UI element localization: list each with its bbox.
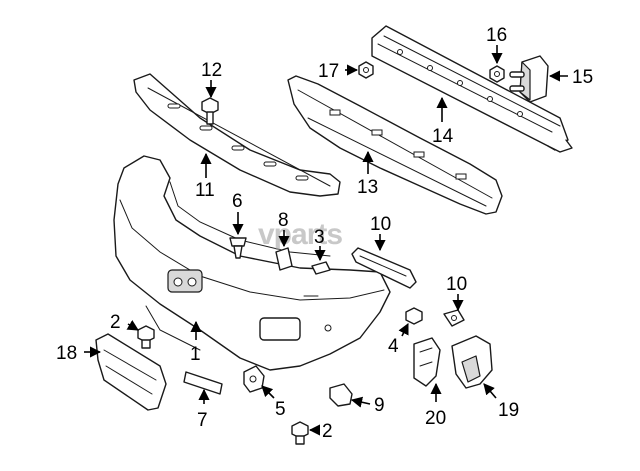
clip-part-6[interactable]: [229, 237, 247, 259]
callout-21: 20: [425, 408, 446, 429]
callout-13: 12: [201, 60, 222, 81]
lower-guard-part[interactable]: [95, 333, 167, 411]
callout-17: 16: [486, 25, 507, 46]
spacer-part-8[interactable]: [275, 247, 293, 271]
leader-4: [398, 322, 409, 337]
leader-5: [261, 385, 275, 399]
bumper-cover-part[interactable]: [113, 155, 391, 371]
callout-2-lower: 2: [322, 421, 333, 442]
callout-6: 6: [232, 191, 243, 212]
watermark-logo: vparts: [258, 218, 342, 251]
reflector-strip-part-7[interactable]: [183, 371, 223, 395]
callout-14: 13: [357, 177, 378, 198]
leader-2a: [126, 320, 139, 331]
bolt-part-4[interactable]: [405, 307, 423, 325]
callout-labels: 12 11 17 16 15 14 13 6 8 3 10 10 10 2 1 …: [56, 25, 593, 442]
clip-part-9[interactable]: [329, 383, 353, 407]
bolt-part-2-lower[interactable]: [291, 421, 309, 445]
bracket-part-5[interactable]: [243, 365, 265, 393]
callout-4: 4: [388, 336, 399, 357]
reinforcement-beam-part[interactable]: [371, 25, 573, 153]
beam-bracket-part[interactable]: [509, 55, 549, 103]
nut-part-17[interactable]: [489, 65, 505, 83]
callout-18: 17: [318, 61, 339, 82]
callout-8: 8: [278, 210, 289, 231]
bolt-part-2-upper[interactable]: [137, 325, 155, 349]
bolt-part-13[interactable]: [201, 97, 219, 125]
callout-15: 14: [432, 126, 454, 147]
callout-9: 9: [374, 395, 385, 416]
side-mount-part-20[interactable]: [451, 335, 493, 389]
callout-12: 11: [195, 180, 215, 201]
callout-16: 15: [572, 67, 593, 88]
callout-11-visible: 10: [446, 274, 467, 295]
energy-absorber-part[interactable]: [287, 75, 503, 215]
callout-5: 5: [275, 399, 286, 420]
callout-7: 7: [197, 410, 208, 431]
callout-10: 10: [370, 214, 391, 235]
callout-2-upper: 2: [110, 312, 121, 333]
nut-part-18[interactable]: [358, 61, 374, 79]
callout-1: 1: [190, 344, 201, 365]
callout-3: 3: [314, 227, 325, 248]
callout-20: 19: [498, 400, 519, 421]
leader-lines: [84, 45, 568, 436]
upper-retainer-part[interactable]: [133, 73, 341, 197]
leader-20: [483, 383, 497, 399]
leader-9: [350, 396, 371, 408]
callout-19: 18: [56, 343, 77, 364]
side-bracket-part-10[interactable]: [351, 247, 417, 289]
side-mount-part-21[interactable]: [413, 337, 441, 387]
retainer-part-3[interactable]: [311, 261, 331, 275]
screw-part-11[interactable]: [443, 309, 465, 327]
